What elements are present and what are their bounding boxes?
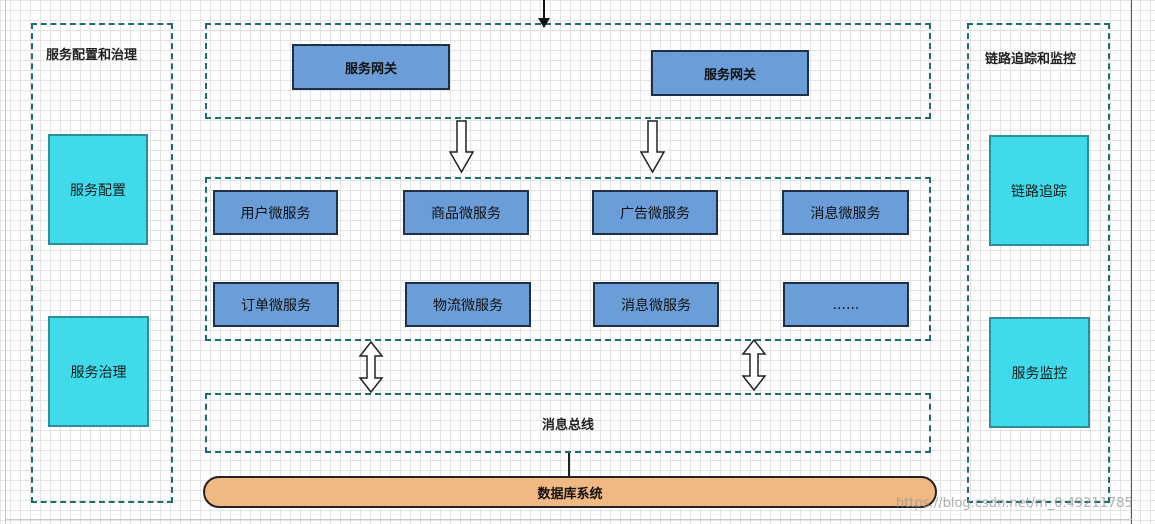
- message-bus-group: [205, 393, 931, 453]
- microservices-layer-group: [205, 177, 931, 341]
- service-config-box: 服务配置: [48, 134, 148, 245]
- canvas-frame-right: [1131, 0, 1132, 524]
- gateway-box-1: 服务网关: [292, 44, 450, 90]
- service-governance-box: 服务治理: [48, 316, 149, 427]
- microservice-box: 广告微服务: [592, 190, 718, 235]
- tracing-monitoring-group: [967, 23, 1110, 503]
- down-arrow-icon: [448, 120, 475, 174]
- microservice-box: 订单微服务: [213, 282, 339, 327]
- microservice-more-box: ......: [783, 282, 909, 327]
- gateway-box-2: 服务网关: [651, 50, 809, 96]
- microservice-box: 商品微服务: [403, 190, 529, 235]
- double-arrow-icon: [741, 338, 767, 392]
- gateway-layer-group: [205, 23, 931, 119]
- canvas-frame-bottom: [5, 519, 1132, 520]
- microservice-box: 用户微服务: [213, 190, 338, 235]
- microservice-box: 物流微服务: [405, 282, 531, 327]
- service-monitoring-box: 服务监控: [989, 317, 1090, 428]
- watermark: https://blog.csdn.net/m_0.49211785: [896, 496, 1133, 511]
- canvas-frame-left: [5, 0, 6, 524]
- tracing-monitoring-title: 链路追踪和监控: [985, 52, 1077, 67]
- database-system: 数据库系统: [203, 476, 937, 508]
- incoming-arrow: [538, 0, 550, 28]
- microservice-box: 消息微服务: [782, 190, 909, 235]
- link-tracing-box: 链路追踪: [989, 135, 1089, 246]
- message-bus-label: 消息总线: [541, 417, 594, 433]
- microservice-box: 消息微服务: [593, 282, 719, 327]
- down-arrow-icon: [639, 120, 666, 174]
- double-arrow-icon: [358, 340, 384, 394]
- config-governance-title: 服务配置和治理: [46, 48, 138, 63]
- config-governance-group: [31, 23, 173, 503]
